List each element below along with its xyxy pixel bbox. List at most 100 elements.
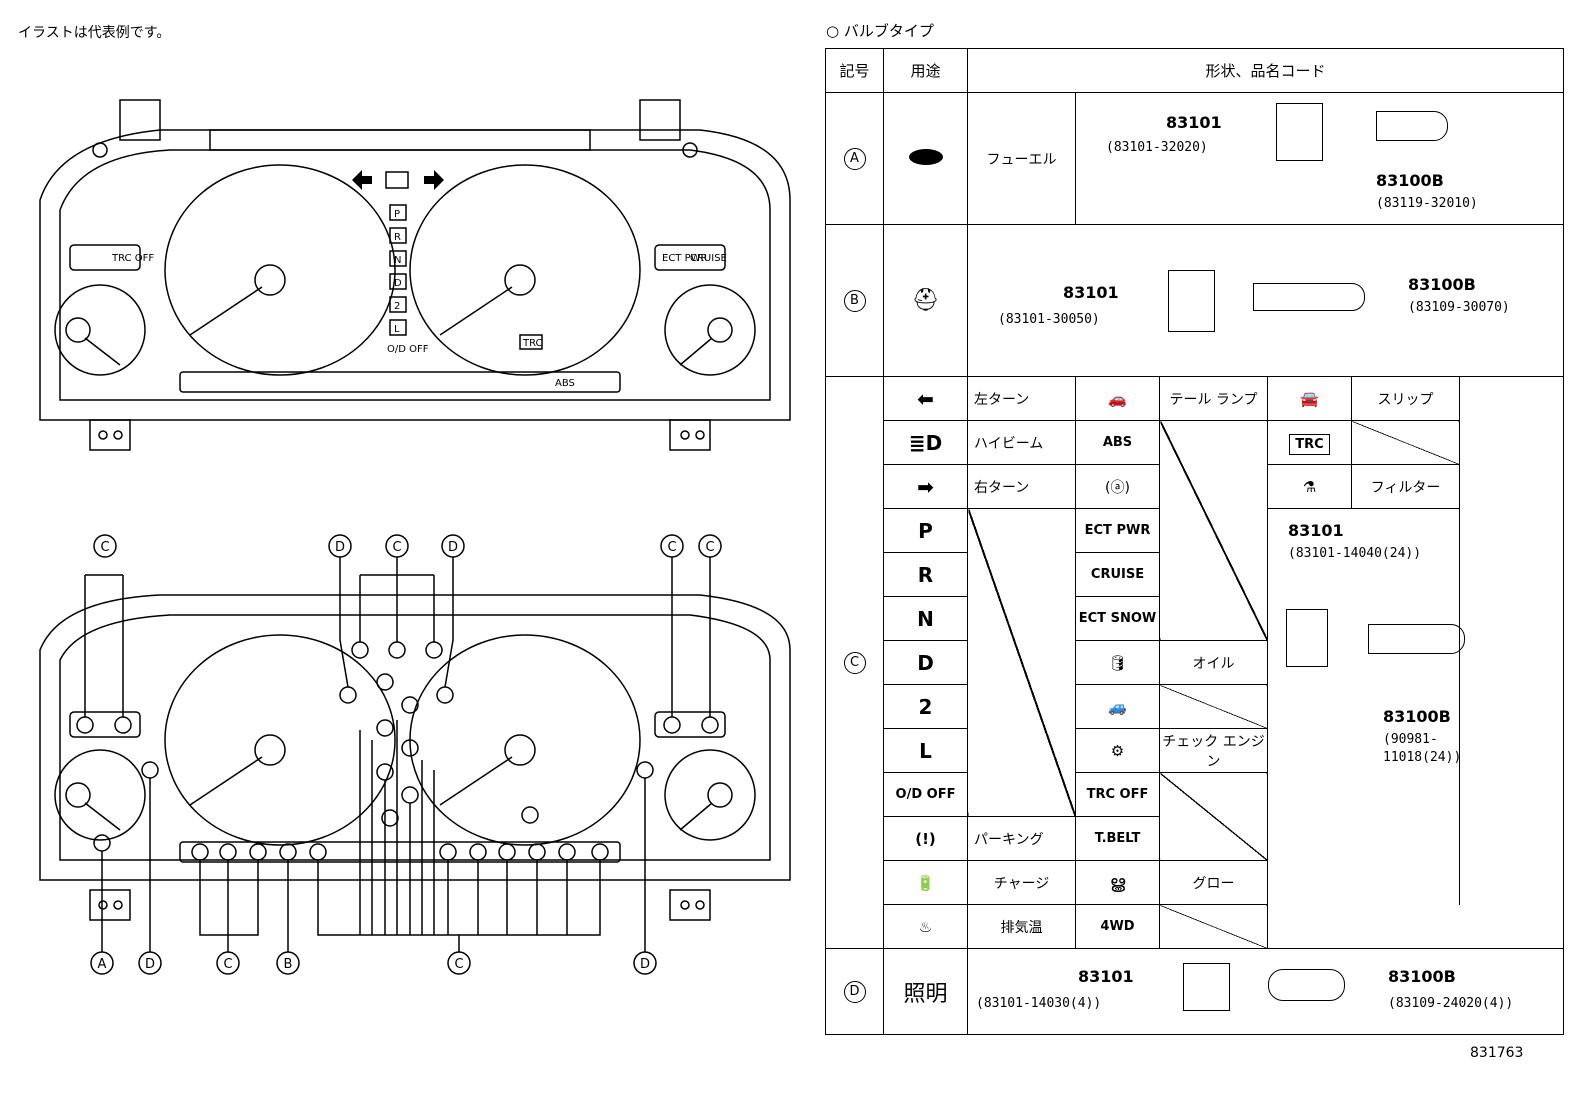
callout-top-6: C: [705, 540, 714, 555]
row-d-socket: 83101: [1078, 967, 1134, 986]
slip-label: スリップ: [1351, 376, 1460, 421]
gear-p: P: [883, 508, 968, 553]
row-a-bulb-code: (83119-32010): [1376, 196, 1478, 211]
row-d-id: D: [843, 980, 866, 1003]
row-b: B ⛑ 83101 (83101-30050) 83100B (83109-30…: [825, 224, 1564, 377]
row-d: D 照明 83101 (83101-14030(4)) 83100B (8310…: [825, 948, 1564, 1035]
row-d-use: 照明: [883, 948, 968, 1035]
door-icon: 🚙: [1108, 697, 1127, 716]
parking-icon: (!): [915, 829, 936, 848]
callout-bottom-1: A: [98, 957, 107, 972]
row-a-bulb: 83100B: [1376, 171, 1444, 190]
row-a-socket-code: (83101-32020): [1106, 140, 1208, 155]
row-d-bulb-icon: [1268, 969, 1345, 1001]
tail-lamp-label: テール ランプ: [1159, 376, 1268, 421]
callout-top-5: C: [667, 540, 676, 555]
row-b-bulb-icon: [1253, 283, 1365, 311]
row-b-id: B: [843, 289, 866, 312]
top-cruise-label: CRUISE: [690, 253, 727, 264]
gear-p-label: P: [394, 209, 400, 220]
callout-bottom-6: D: [640, 957, 650, 972]
exhaust-temp-label: 排気温: [967, 904, 1076, 949]
header-symbol: 記号: [825, 48, 884, 93]
cruise-label: CRUISE: [1075, 552, 1160, 597]
check-engine-icon: ⚙: [1110, 741, 1125, 760]
left-arrow-icon: [352, 170, 372, 190]
glow-label: グロー: [1159, 860, 1268, 905]
ect-pwr-label: ECT PWR: [1075, 508, 1160, 553]
callout-top-2: D: [335, 540, 345, 555]
top-abs-label: ABS: [555, 378, 575, 389]
callout-bottom-2: D: [145, 957, 155, 972]
callout-top-1: C: [100, 540, 109, 555]
row-d-bulb: 83100B: [1388, 967, 1456, 986]
row-a-socket-icon: [1276, 103, 1323, 161]
callout-bottom-5: C: [454, 957, 463, 972]
oil-icon: 🛢: [1107, 653, 1128, 672]
row-b-socket: 83101: [1063, 283, 1119, 302]
row-a: A フューエル 83101 (83101-32020) 83100B (8311…: [825, 92, 1564, 225]
gear-r-label: R: [394, 232, 401, 243]
right-turn-icon: ➡: [917, 474, 934, 499]
row-c-socket-code: (83101-14040(24)): [1288, 546, 1422, 561]
callout-bottom-3: C: [223, 957, 232, 972]
gear-2: 2: [883, 684, 968, 729]
od-off-label: O/D OFF: [883, 772, 968, 817]
header-use: 用途: [883, 48, 968, 93]
row-b-bulb: 83100B: [1408, 275, 1476, 294]
right-turn-label: 右ターン: [967, 464, 1076, 509]
row-a-use: フューエル: [967, 92, 1076, 225]
top-trc-label: TRC: [522, 338, 543, 349]
gear-n-label: N: [394, 255, 401, 266]
gear-2-label: 2: [394, 301, 400, 312]
gear-od-off-label: O/D OFF: [387, 344, 429, 355]
row-c-bulb-code: (90981-11018(24)): [1383, 732, 1462, 765]
slip-icon: 🚘: [1300, 389, 1319, 408]
ect-snow-label: ECT SNOW: [1075, 596, 1160, 641]
row-a-socket: 83101: [1166, 113, 1222, 132]
gear-n: N: [883, 596, 968, 641]
row-c-socket-icon: [1286, 609, 1328, 667]
callout-top-4: D: [448, 540, 458, 555]
row-a-id: A: [843, 147, 866, 170]
trc-off-label: TRC OFF: [1075, 772, 1160, 817]
top-ect-pwr-label: ECT PWR: [662, 253, 708, 264]
left-turn-icon: ⬅: [917, 386, 934, 411]
callout-bottom-4: B: [284, 957, 293, 972]
gear-l-label: L: [394, 324, 400, 335]
row-c-socket: 83101: [1288, 521, 1344, 540]
gear-d: D: [883, 640, 968, 685]
4wd-label: 4WD: [1075, 904, 1160, 949]
row-c-id: C: [843, 651, 866, 674]
reference-number: 831763: [1470, 1045, 1524, 1061]
row-b-bulb-code: (83109-30070): [1408, 300, 1510, 315]
illustration-note: イラストは代表例です。: [18, 25, 171, 41]
filter-icon: ⚗: [1302, 477, 1317, 496]
cluster-diagrams: TRC OFF ECT PWR CRUISE TRC ABS P R N D 2…: [39, 99, 791, 975]
trc-label: TRC: [1289, 433, 1330, 455]
filter-label: フィルター: [1351, 464, 1460, 509]
row-d-bulb-code: (83109-24020(4)): [1388, 996, 1514, 1011]
cluster-top: [39, 99, 791, 451]
abs-circle-icon: (ⓐ): [1105, 479, 1130, 496]
gear-l: L: [883, 728, 968, 773]
abs-label: ABS: [1075, 420, 1160, 465]
glow-icon: ൠ: [1109, 872, 1126, 893]
row-d-socket-code: (83101-14030(4)): [976, 996, 1102, 1011]
t-belt-label: T.BELT: [1075, 816, 1160, 861]
header-shape: 形状、品名コード: [967, 48, 1564, 93]
bulb-type-title: ○ バルブタイプ: [826, 22, 934, 40]
row-c-bulb-icon: [1368, 624, 1465, 654]
exhaust-temp-icon: ♨: [918, 917, 933, 936]
parking-label: パーキング: [967, 816, 1076, 861]
gear-r: R: [883, 552, 968, 597]
top-trc-off-label: TRC OFF: [111, 253, 154, 264]
battery-icon: 🔋: [916, 873, 935, 892]
row-b-socket-icon: [1168, 270, 1215, 332]
right-arrow-icon: [424, 170, 444, 190]
cluster-bottom: [39, 557, 791, 952]
tail-lamp-icon: 🚗: [1108, 389, 1127, 408]
row-c-bulb: 83100B: [1383, 707, 1451, 726]
fuel-lamp-icon: [908, 148, 943, 165]
check-engine-label: チェック エンジン: [1159, 728, 1268, 773]
